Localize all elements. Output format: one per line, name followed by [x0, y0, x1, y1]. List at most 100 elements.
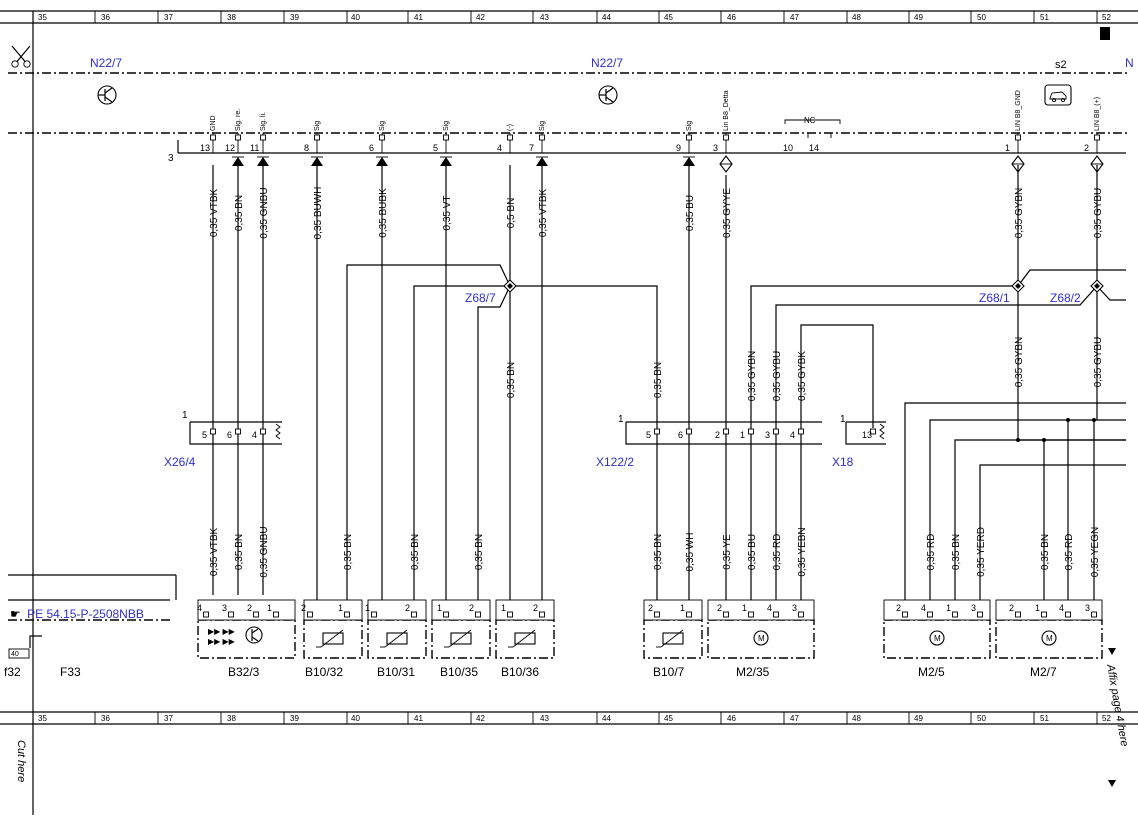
cut-here-label: Cut here: [15, 740, 27, 782]
component-name: M2/5: [918, 665, 945, 679]
wire-label-top: 0,35 BN: [234, 195, 245, 231]
column-number: 46: [727, 714, 736, 723]
affix-arrow-icon: [1108, 780, 1116, 787]
s2-label: s2: [1055, 59, 1067, 71]
component-pin: 2: [1009, 603, 1014, 613]
component-pin: 2: [533, 603, 538, 613]
component-pin: 1: [501, 603, 506, 613]
component-pin: 3: [222, 603, 227, 613]
component-name: B10/7: [653, 665, 685, 679]
svg-text:▶▶ ▶▶: ▶▶ ▶▶: [208, 627, 236, 636]
scissors-icon: [11, 45, 31, 68]
motor-icon: [929, 630, 945, 646]
wire-label-mid: 0,35 BN: [506, 362, 517, 398]
motor-icon: [753, 630, 769, 646]
f33-label: F33: [60, 665, 81, 679]
column-number: 50: [977, 13, 986, 22]
pin-signal: Sig: [379, 121, 386, 131]
splice-icons: [503, 279, 1104, 293]
led-photo-sensor-icon: ▶▶ ▶▶▶▶ ▶▶: [208, 626, 263, 646]
pin-number: 10: [783, 143, 793, 153]
column-number: 40: [351, 13, 360, 22]
column-number: 47: [790, 714, 799, 723]
component-name: B10/36: [501, 665, 539, 679]
component-name: B10/35: [440, 665, 478, 679]
connector-3-label: 3: [168, 153, 174, 164]
column-number: 45: [664, 13, 673, 22]
wire-label-top: 0,35 GYYE: [722, 188, 733, 238]
component-pin: 4: [197, 603, 202, 613]
column-number: 50: [977, 714, 986, 723]
component-pin: 3: [1085, 603, 1090, 613]
n22-pin-14: 14: [809, 143, 819, 153]
connector-name: X26/4: [164, 455, 196, 469]
column-number: 37: [164, 13, 173, 22]
connector-pin: 1: [740, 430, 745, 440]
pin-number: 9: [676, 143, 681, 153]
pin-number: 5: [433, 143, 438, 153]
pin-number: 2: [1084, 143, 1089, 153]
column-number: 51: [1040, 13, 1049, 22]
connector-id: 1: [840, 414, 846, 425]
wire-label-top: 0,35 VTBK: [538, 188, 549, 237]
wire-label-bottom: 0,35 YEBN: [797, 527, 808, 576]
connector-id: 1: [182, 410, 188, 421]
wire-label-bottom: 0,35 VTBK: [209, 527, 220, 576]
wire-label-bottom: 0,35 BN: [1040, 534, 1051, 570]
component-pin: 3: [792, 603, 797, 613]
component-name: B32/3: [228, 665, 260, 679]
module-label-left: N22/7: [90, 56, 122, 70]
splice-label-z68-1: Z68/1: [979, 291, 1010, 305]
sensor-icon: [322, 632, 344, 645]
nc-bracket: NC: [784, 116, 841, 138]
wire-label-mid: 0,35 GYBU: [772, 351, 783, 402]
module-label-center: N22/7: [591, 56, 623, 70]
sensor-icon: [386, 632, 408, 645]
column-number: 38: [227, 714, 236, 723]
splice-label-z68-2: Z68/2: [1050, 291, 1081, 305]
component-pin: 2: [469, 603, 474, 613]
sensor-icon: [450, 632, 472, 645]
component-pin: 2: [247, 603, 252, 613]
reference-link[interactable]: ☛ PE 54.15-P-2508NBB: [10, 607, 144, 621]
wire-label-bottom: 0,35 BN: [951, 534, 962, 570]
reference-text: PE 54.15-P-2508NBB: [27, 607, 144, 621]
wire-label-top: 0,35 VTBK: [209, 188, 220, 237]
nc-label: NC: [804, 116, 816, 125]
wire-label-bottom: 0,35 RD: [926, 534, 937, 571]
column-number: 35: [38, 714, 47, 723]
pin-signal: LIN B8_(+): [1094, 97, 1101, 131]
transistor-icon-left: [97, 85, 117, 105]
connector-pin: 2: [715, 430, 720, 440]
wire-label-bottom: 0,35 YE: [722, 534, 733, 570]
vehicle-icon: [1044, 84, 1072, 106]
column-number: 42: [476, 13, 485, 22]
pin-signal: (-): [507, 124, 514, 131]
svg-text:M: M: [1046, 634, 1053, 643]
component-pin: 1: [437, 603, 442, 613]
column-number: 48: [852, 13, 861, 22]
connector-name: X18: [832, 455, 854, 469]
component-pin: 4: [1059, 603, 1064, 613]
n22-pin-4: 4(-): [497, 124, 514, 153]
column-number: 44: [602, 714, 611, 723]
svg-text:M: M: [934, 634, 941, 643]
affix-page-label: Affix page 4 here: [1104, 662, 1130, 747]
wire-label-top: 0,5 BN: [506, 198, 517, 229]
connector-pin: 5: [646, 430, 651, 440]
wire-label-mid: 0,35 GYBN: [747, 351, 758, 402]
column-number: 35: [38, 13, 47, 22]
pin-number: 7: [529, 143, 534, 153]
component-pin: 2: [301, 603, 306, 613]
wire-paths: [8, 165, 1126, 648]
connector-pin: 6: [678, 430, 683, 440]
